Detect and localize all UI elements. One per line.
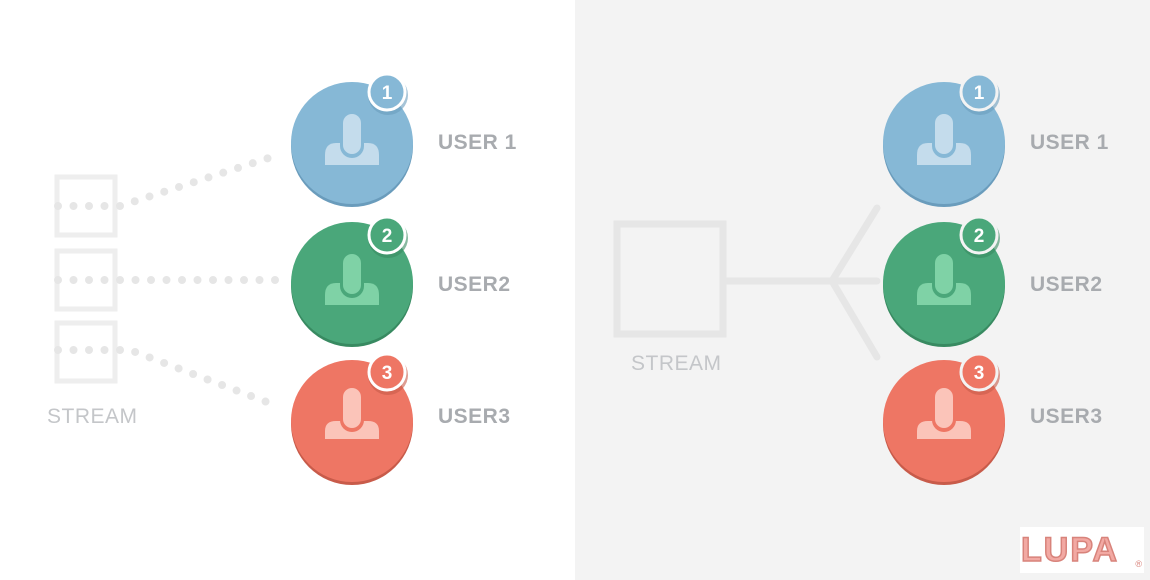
user-avatar-3: 3 bbox=[882, 352, 1006, 485]
badge: 2 bbox=[959, 215, 1000, 258]
logo-text: LUPA bbox=[1020, 530, 1120, 570]
user-icon bbox=[325, 252, 379, 305]
left-panel: STREAM bbox=[47, 151, 282, 428]
user-label: USER3 bbox=[438, 405, 511, 428]
user-label: USER 1 bbox=[1030, 131, 1109, 154]
badge: 3 bbox=[959, 352, 1000, 395]
user-icon bbox=[917, 252, 971, 305]
user-avatar-2: 2 bbox=[882, 215, 1006, 347]
badge: 2 bbox=[367, 215, 408, 258]
right-connections bbox=[613, 204, 881, 361]
user-label: USER3 bbox=[1030, 405, 1103, 428]
branch-line-user3 bbox=[828, 277, 881, 361]
user-avatar-1: 1 bbox=[290, 72, 414, 207]
badge-number: 3 bbox=[382, 363, 393, 384]
badge-number: 3 bbox=[974, 363, 985, 384]
dotted-line-user3 bbox=[54, 346, 276, 408]
registered-mark: ® bbox=[1135, 559, 1142, 569]
dotted-line-user1 bbox=[54, 151, 282, 210]
user-label: USER 1 bbox=[438, 131, 517, 154]
right-panel: STREAM bbox=[575, 0, 1150, 580]
user-avatar-3: 3 bbox=[290, 352, 414, 485]
badge-number: 2 bbox=[382, 226, 393, 247]
lupa-logo: LUPA ® bbox=[1020, 527, 1144, 573]
badge: 1 bbox=[959, 72, 1000, 115]
left-connections bbox=[54, 151, 282, 408]
user-icon bbox=[917, 386, 971, 439]
stream-box bbox=[613, 220, 727, 338]
user-icon bbox=[917, 112, 971, 165]
badge: 1 bbox=[367, 72, 408, 115]
badge: 3 bbox=[367, 352, 408, 395]
stream-label: STREAM bbox=[631, 352, 722, 375]
user-label: USER2 bbox=[438, 273, 511, 296]
branch-line-user1 bbox=[828, 204, 881, 285]
badge-number: 1 bbox=[382, 83, 393, 104]
badge-number: 1 bbox=[974, 83, 985, 104]
user-icon bbox=[325, 112, 379, 165]
user-avatar-2: 2 bbox=[290, 215, 414, 347]
stream-label: STREAM bbox=[47, 405, 138, 428]
user-avatar-1: 1 bbox=[882, 72, 1006, 207]
user-label: USER2 bbox=[1030, 273, 1103, 296]
user-icon bbox=[325, 386, 379, 439]
badge-number: 2 bbox=[974, 226, 985, 247]
